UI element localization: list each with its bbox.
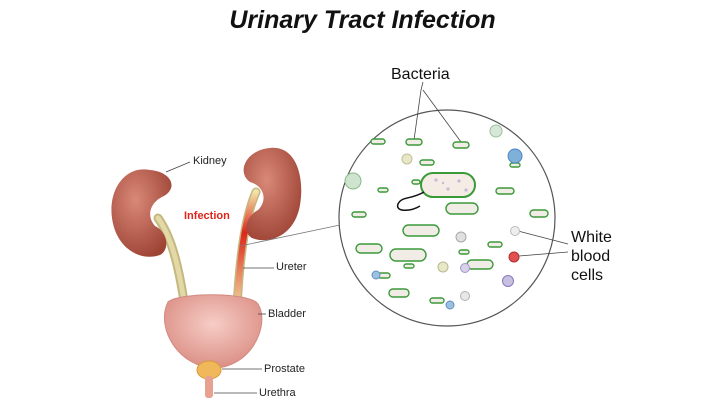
bacteria-cluster <box>351 138 549 304</box>
wbc-label-line1: White <box>571 229 612 246</box>
right-kidney <box>243 147 302 241</box>
wbc-label-line3: cells <box>571 267 604 284</box>
diagram-title: Urinary Tract Infection <box>229 6 496 34</box>
infection-label: Infection <box>184 210 230 222</box>
prostate-label: Prostate <box>264 363 305 375</box>
bladder <box>163 294 263 369</box>
urethra-label: Urethra <box>259 387 296 399</box>
ureter-label: Ureter <box>276 261 307 273</box>
left-kidney <box>111 169 172 257</box>
bacteria-label: Bacteria <box>391 66 450 83</box>
magnified-view-circle <box>338 109 556 327</box>
white-blood-cells <box>344 124 523 310</box>
urethra <box>205 376 213 398</box>
bladder-label: Bladder <box>268 308 306 320</box>
bacterium-large <box>420 172 476 198</box>
wbc-label-line2: blood <box>571 248 611 265</box>
kidney-label: Kidney <box>193 155 227 167</box>
